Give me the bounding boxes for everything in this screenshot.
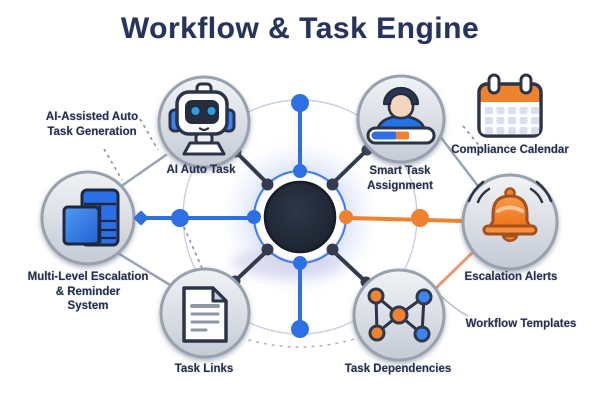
- bell-icon: [467, 180, 553, 243]
- connector-robot-screens: [118, 153, 168, 189]
- connector-user-bell: [434, 129, 483, 192]
- label-multi-level-escalation: Multi-Level Escalation & Reminder System: [27, 271, 149, 312]
- label-escalation-alerts: Escalation Alerts: [464, 271, 558, 283]
- label-task-links: Task Links: [174, 363, 234, 375]
- label-ai-auto-task: AI Auto Task: [166, 164, 236, 176]
- calendar-icon: [477, 73, 543, 138]
- network-graph-icon: [367, 287, 433, 343]
- label-workflow-templates: Workflow Templates: [465, 318, 577, 330]
- label-compliance-calendar: Compliance Calendar: [451, 144, 569, 156]
- label-task-dependencies: Task Dependencies: [344, 363, 452, 375]
- dashed-ticks: [103, 118, 483, 269]
- label-ai-assisted: AI-Assisted Auto Task Generation: [45, 111, 139, 138]
- diagonal-spokes: [233, 148, 369, 284]
- spoke-right-orange: [346, 216, 466, 223]
- label-smart-task-assignment: Smart Task Assignment: [367, 165, 433, 192]
- connector-bell-taskdeps: [433, 251, 474, 291]
- connector-screens-tasklinks: [114, 250, 177, 290]
- page-title: Workflow & Task Engine: [120, 12, 480, 45]
- connector-taskdeps-templates: [440, 295, 469, 317]
- user-progress-icon: [366, 86, 436, 145]
- dashed-arc: [232, 334, 368, 348]
- robot-icon: [168, 82, 236, 156]
- document-icon: [182, 286, 228, 343]
- diamond-cap: [134, 211, 148, 225]
- orbit-dots: [134, 94, 429, 338]
- hub-ring-dots: [247, 164, 353, 270]
- screens-icon: [62, 188, 120, 247]
